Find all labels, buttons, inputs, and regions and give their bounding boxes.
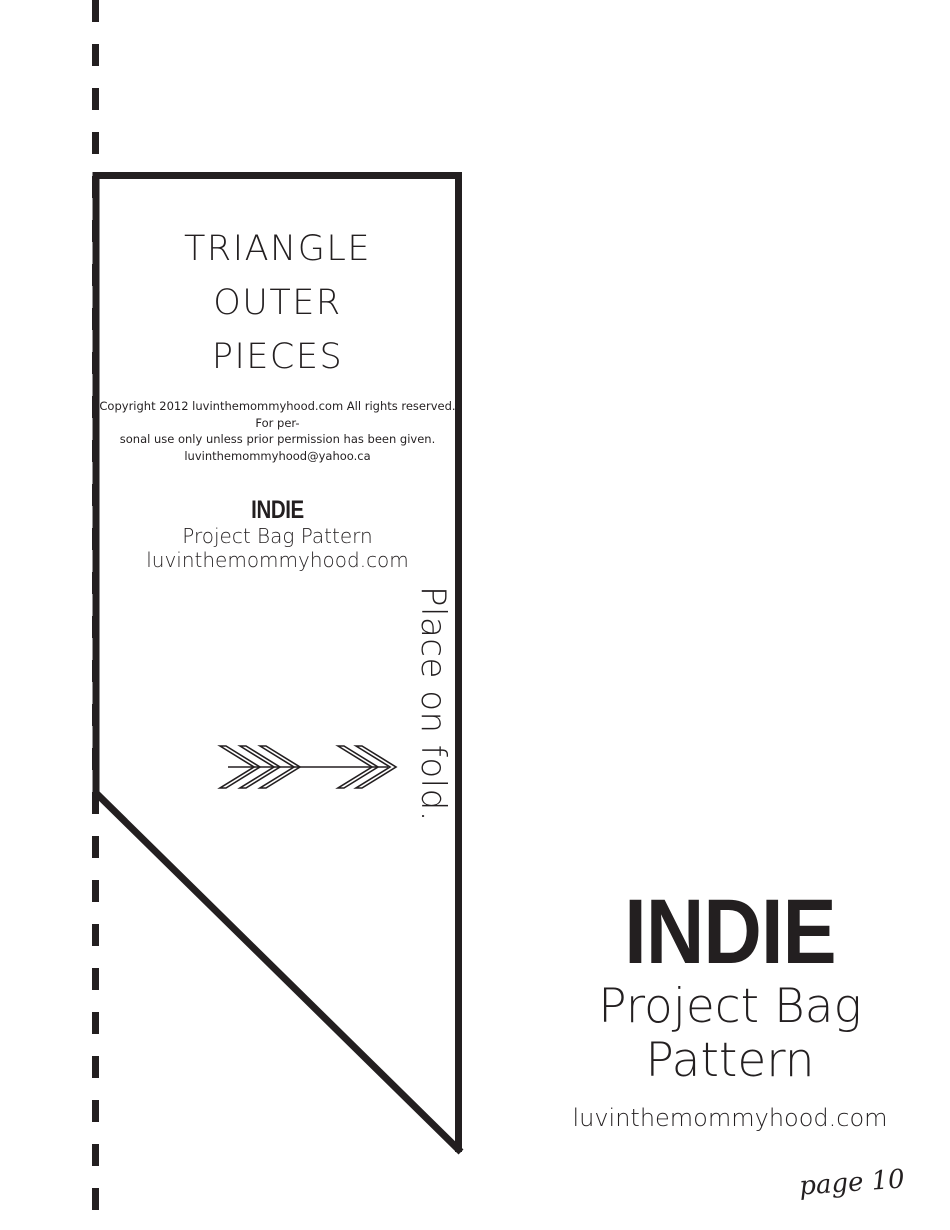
inner-brand-url: luvinthemommyhood.com xyxy=(146,548,409,572)
footer-brand-line-2: Pattern xyxy=(645,1033,815,1088)
copyright-contact-email: luvinthemommyhood@yahoo.ca xyxy=(184,448,371,463)
piece-title-line-1: TRIANGLE xyxy=(184,229,371,269)
grainline-arrow-icon xyxy=(217,745,398,789)
inner-brand-subtitle: Project Bag Pattern xyxy=(182,524,373,548)
inner-brand-name: INDIE xyxy=(251,496,304,524)
copyright-line-1: Copyright 2012 luvinthemommyhood.com All… xyxy=(99,399,456,430)
footer-brand-name: INDIE xyxy=(624,881,836,983)
footer-brand-line-1: Project Bag xyxy=(598,979,862,1034)
footer-brand-url: luvinthemommyhood.com xyxy=(572,1104,888,1132)
copyright-line-2: sonal use only unless prior permission h… xyxy=(119,432,436,446)
place-on-fold-instruction: Place on fold. xyxy=(413,586,453,822)
piece-title-line-3: PIECES xyxy=(211,337,344,377)
piece-title: TRIANGLE OUTER PIECES xyxy=(100,222,455,384)
copyright-notice: Copyright 2012 luvinthemommyhood.com All… xyxy=(95,398,460,464)
inner-brand-block: INDIE Project Bag Pattern luvinthemommyh… xyxy=(95,496,460,572)
footer-brand-block: INDIE Project Bag Pattern luvinthemommyh… xyxy=(520,884,940,1132)
piece-title-line-2: OUTER xyxy=(213,283,342,323)
outline-diagonal-edge xyxy=(92,789,464,1155)
